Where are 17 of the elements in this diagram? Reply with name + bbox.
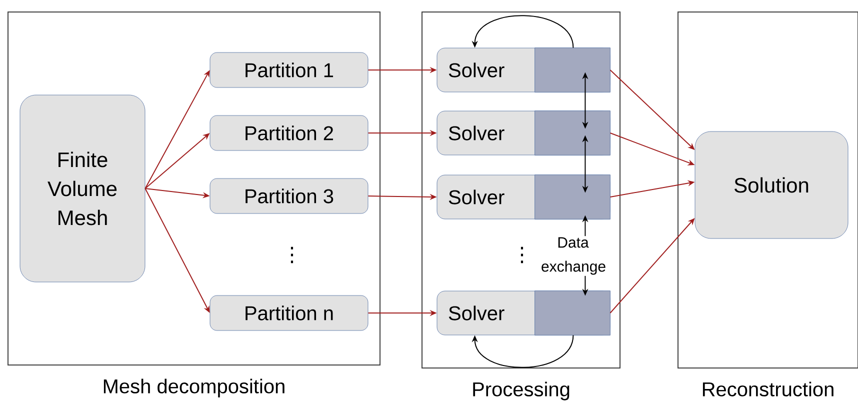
node-label: Reconstruction bbox=[702, 382, 834, 396]
partition-box: Partition 1 bbox=[210, 52, 368, 88]
solver-box: Solver bbox=[436, 48, 610, 92]
ellipsis: ⋮ bbox=[520, 246, 524, 264]
solver-box: Solver bbox=[436, 290, 610, 336]
process-box: Solution bbox=[694, 131, 848, 239]
partition-box: Partition 2 bbox=[210, 115, 368, 151]
solver-box: Solver bbox=[436, 174, 610, 220]
process-box: Finite Volume Mesh bbox=[20, 94, 146, 282]
node-label: Mesh decomposition bbox=[104, 378, 284, 398]
solver-box: Solver bbox=[436, 110, 610, 156]
ellipsis: ⋮ bbox=[290, 246, 294, 264]
node-label: Processing bbox=[473, 382, 570, 400]
partition-box: Partition 3 bbox=[210, 178, 368, 214]
arrow bbox=[472, 334, 574, 368]
partition-box: Partition n bbox=[210, 295, 368, 331]
annotation-text: Data exchange bbox=[540, 236, 606, 276]
